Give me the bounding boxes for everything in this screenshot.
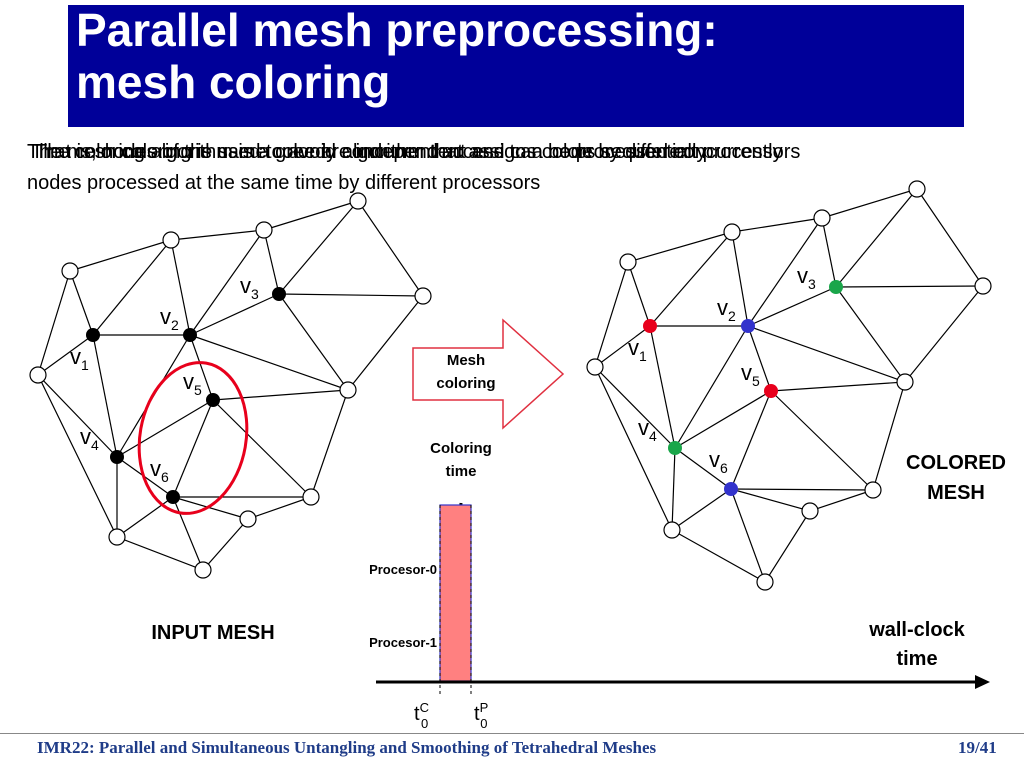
title-bar [68, 5, 964, 127]
left-v2-label: v2 [160, 304, 179, 333]
coloring-time-bar [439, 504, 472, 682]
arrow-label-1: Mesh [447, 352, 485, 369]
procesor-0-label: Procesor-0 [369, 562, 437, 577]
input-mesh-white-nodes [29, 192, 432, 579]
wall-clock-label-2: time [896, 648, 937, 670]
intro-tail: nodes processed at the same time by diff… [27, 172, 541, 194]
coloring-time-label-1: Coloring [430, 440, 492, 457]
v6-blue-node [724, 482, 738, 496]
right-v1-label: v1 [628, 335, 647, 364]
wall-clock-label-1: wall-clock [868, 619, 965, 641]
v2-blue-node [741, 319, 755, 333]
left-v5-label: v5 [183, 369, 202, 398]
intro-line-2: That is, nodes of the same color are ind… [31, 141, 783, 163]
intro-line-3: The coloring algorithm is a greedy algor… [35, 141, 707, 163]
intro-line-1: The mesh coloring is used to avoid concu… [27, 141, 801, 163]
v1-red-node [643, 319, 657, 333]
left-v3-label: v3 [240, 273, 259, 302]
footer-title: IMR22: Parallel and Simultaneous Untangl… [37, 738, 657, 757]
v5-node [206, 393, 220, 407]
left-v1-label: v1 [70, 344, 89, 373]
procesor-1-label: Procesor-1 [369, 635, 437, 650]
right-v5-label: v5 [741, 360, 760, 389]
input-mesh-label: INPUT MESH [151, 622, 274, 644]
v1-node [86, 328, 100, 342]
colored-mesh-colored-nodes [643, 280, 843, 496]
left-v4-label: v4 [80, 424, 99, 453]
slide-title: Parallel mesh preprocessing: mesh colori… [76, 4, 956, 108]
title-line-1: Parallel mesh preprocessing: [76, 4, 718, 56]
v5-red-node [764, 384, 778, 398]
v6-node [166, 490, 180, 504]
footer-divider [0, 733, 1024, 734]
v4-green-node [668, 441, 682, 455]
right-v2-label: v2 [717, 295, 736, 324]
v3-green-node [829, 280, 843, 294]
page-number: 19/41 [958, 738, 997, 757]
v2-node [183, 328, 197, 342]
colored-mesh-label-1: COLORED [906, 452, 1006, 474]
input-mesh-edges [37, 200, 424, 571]
colored-mesh-edges [594, 188, 984, 583]
v3-node [272, 287, 286, 301]
v4-node [110, 450, 124, 464]
left-v6-label: v6 [150, 456, 169, 485]
title-line-2: mesh coloring [76, 56, 391, 108]
arrow-label-2: coloring [436, 375, 495, 392]
right-v3-label: v3 [797, 263, 816, 292]
right-v4-label: v4 [638, 415, 657, 444]
highlight-ellipse [137, 361, 249, 515]
mesh-coloring-arrow [412, 318, 565, 430]
colored-mesh-label-2: MESH [927, 482, 985, 504]
right-v6-label: v6 [709, 447, 728, 476]
coloring-time-label-2: time [446, 463, 477, 480]
input-mesh-black-nodes [86, 287, 286, 504]
colored-mesh-white-nodes [586, 180, 992, 591]
